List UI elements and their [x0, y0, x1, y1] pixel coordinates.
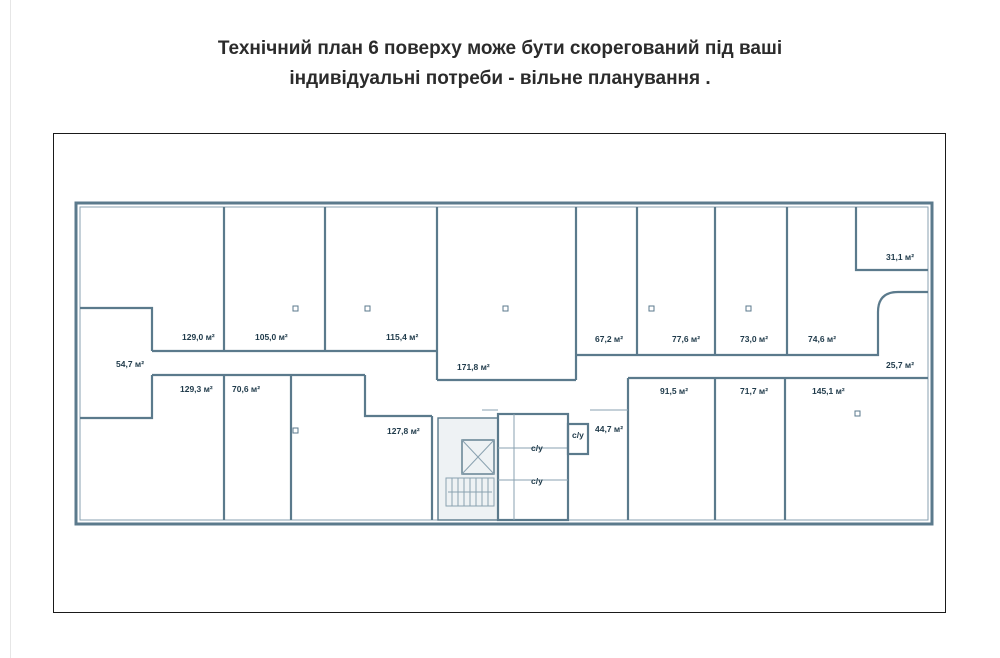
corridor-walls — [80, 207, 928, 520]
room-label-r11: 54,7 м² — [116, 359, 144, 369]
room-label-r13: 70,6 м² — [232, 384, 260, 394]
room-label-r14: 127,8 м² — [387, 426, 420, 436]
small-toilet — [566, 422, 590, 456]
building-core — [437, 409, 628, 522]
room-label-wc2: с/у — [531, 476, 543, 486]
toilet-block — [496, 412, 570, 522]
room-label-r18: 44,7 м² — [595, 424, 623, 434]
room-label-r1: 129,0 м² — [182, 332, 215, 342]
room-label-r7: 73,0 м² — [740, 334, 768, 344]
room-label-r12: 129,3 м² — [180, 384, 213, 394]
room-label-wc1: с/у — [531, 443, 543, 453]
floor-plan-frame — [53, 133, 946, 613]
title-line-2: індивідуальні потреби - вільне плануванн… — [289, 68, 711, 89]
title-line-1: Технічний план 6 поверху може бути скоре… — [217, 38, 783, 59]
room-label-wc3: с/у — [572, 430, 584, 440]
room-label-r10: 25,7 м² — [886, 360, 914, 370]
room-label-r9: 31,1 м² — [886, 252, 914, 262]
column-markers — [292, 305, 861, 434]
room-label-r3: 115,4 м² — [386, 332, 418, 342]
room-label-r2: 105,0 м² — [255, 332, 288, 342]
page-edge-rule — [10, 0, 11, 658]
room-label-r6: 77,6 м² — [672, 334, 700, 344]
room-label-r15: 91,5 м² — [660, 386, 688, 396]
north-partitions — [222, 207, 789, 355]
room-label-r5: 67,2 м² — [595, 334, 623, 344]
page-title: Технічний план 6 поверху може бути скоре… — [0, 34, 1000, 94]
room-label-r16: 71,7 м² — [740, 386, 768, 396]
room-label-r8: 74,6 м² — [808, 334, 836, 344]
outer-wall — [74, 201, 934, 526]
outer-wall-inner-line — [79, 206, 929, 521]
room-label-r17: 145,1 м² — [812, 386, 845, 396]
staircase — [445, 477, 495, 507]
south-partitions — [222, 375, 787, 520]
room-label-r4: 171,8 м² — [457, 362, 490, 372]
room-labels: 129,0 м² 105,0 м² 115,4 м² 171,8 м² 67,2… — [116, 252, 914, 486]
